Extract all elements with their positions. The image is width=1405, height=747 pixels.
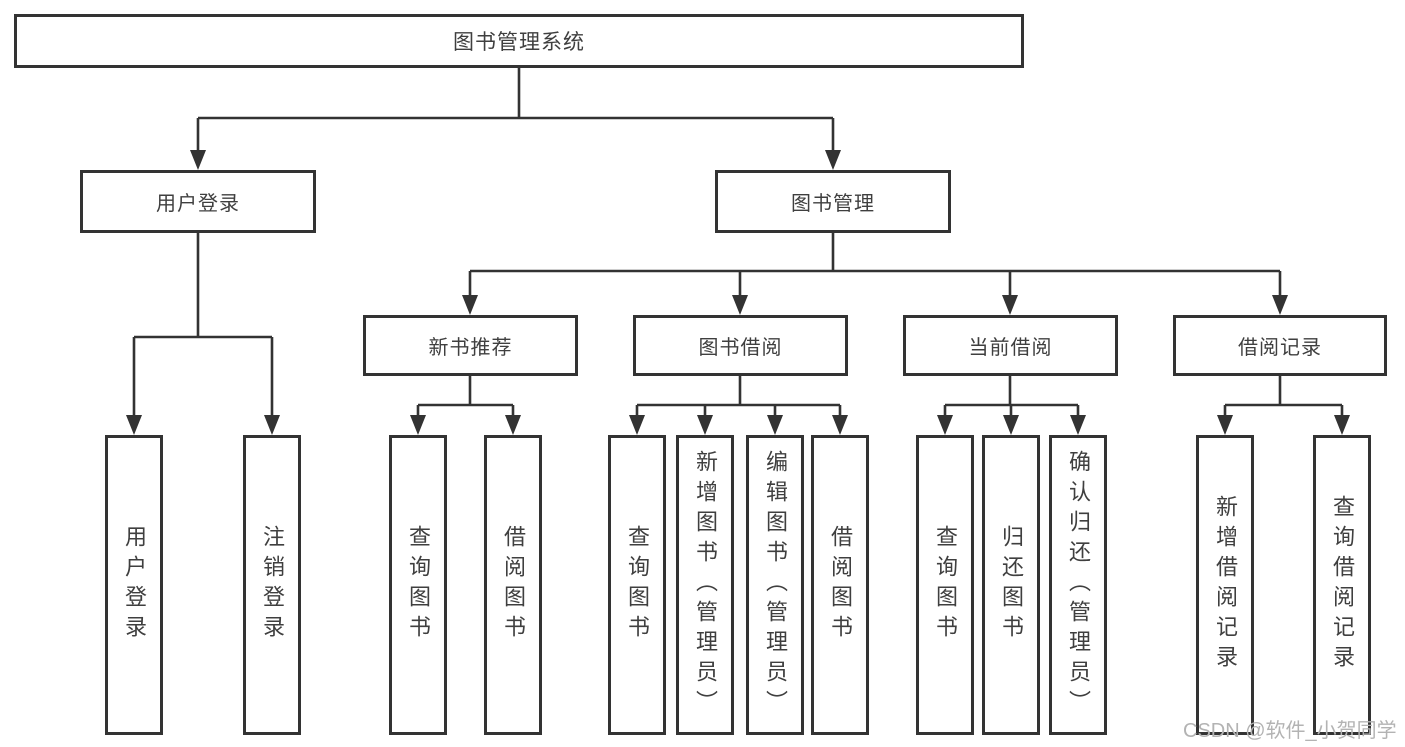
leaf-user-login: 用户登录 bbox=[105, 435, 163, 735]
leaf-borrow-books-recommendation: 借阅图书 bbox=[484, 435, 542, 735]
node-label: 图书管理系统 bbox=[453, 31, 585, 54]
node-borrowing-records: 借阅记录 bbox=[1173, 315, 1387, 376]
node-label: 用户登录 bbox=[122, 525, 147, 645]
node-user-login-group: 用户登录 bbox=[80, 170, 316, 233]
node-label: 新增图书（管理员） bbox=[693, 450, 718, 720]
node-book-borrowing: 图书借阅 bbox=[633, 315, 848, 376]
node-label: 借阅记录 bbox=[1238, 337, 1322, 359]
leaf-query-books-current: 查询图书 bbox=[916, 435, 974, 735]
node-label: 注销登录 bbox=[260, 525, 285, 645]
node-label: 新书推荐 bbox=[428, 337, 513, 359]
node-label: 查询图书 bbox=[933, 525, 958, 645]
node-label: 归还图书 bbox=[999, 525, 1024, 645]
csdn-watermark: CSDN @软件_小贺同学 bbox=[1183, 720, 1397, 742]
node-book-management-group: 图书管理 bbox=[715, 170, 951, 233]
leaf-borrow-books-borrowing: 借阅图书 bbox=[811, 435, 869, 735]
node-label: 新增借阅记录 bbox=[1213, 495, 1238, 675]
node-label: 编辑图书（管理员） bbox=[763, 450, 788, 720]
leaf-logout: 注销登录 bbox=[243, 435, 301, 735]
leaf-query-borrowing-record: 查询借阅记录 bbox=[1313, 435, 1371, 735]
node-label: 借阅图书 bbox=[828, 525, 853, 645]
node-current-borrowing: 当前借阅 bbox=[903, 315, 1118, 376]
node-label: 查询借阅记录 bbox=[1330, 495, 1355, 675]
node-label: 当前借阅 bbox=[968, 337, 1053, 359]
node-library-management-system: 图书管理系统 bbox=[14, 14, 1024, 68]
leaf-add-borrowing-record: 新增借阅记录 bbox=[1196, 435, 1254, 735]
leaf-edit-books-admin: 编辑图书（管理员） bbox=[746, 435, 804, 735]
node-label: 查询图书 bbox=[406, 525, 431, 645]
leaf-confirm-return-admin: 确认归还（管理员） bbox=[1049, 435, 1107, 735]
node-label: 图书管理 bbox=[791, 193, 875, 215]
node-label: 图书借阅 bbox=[698, 337, 783, 359]
node-label: 借阅图书 bbox=[501, 525, 526, 645]
node-label: 确认归还（管理员） bbox=[1066, 450, 1091, 720]
node-new-book-recommendation: 新书推荐 bbox=[363, 315, 578, 376]
leaf-return-books: 归还图书 bbox=[982, 435, 1040, 735]
leaf-add-books-admin: 新增图书（管理员） bbox=[676, 435, 734, 735]
leaf-query-books-borrowing: 查询图书 bbox=[608, 435, 666, 735]
leaf-query-books-recommendation: 查询图书 bbox=[389, 435, 447, 735]
node-label: 查询图书 bbox=[625, 525, 650, 645]
node-label: 用户登录 bbox=[156, 193, 240, 215]
